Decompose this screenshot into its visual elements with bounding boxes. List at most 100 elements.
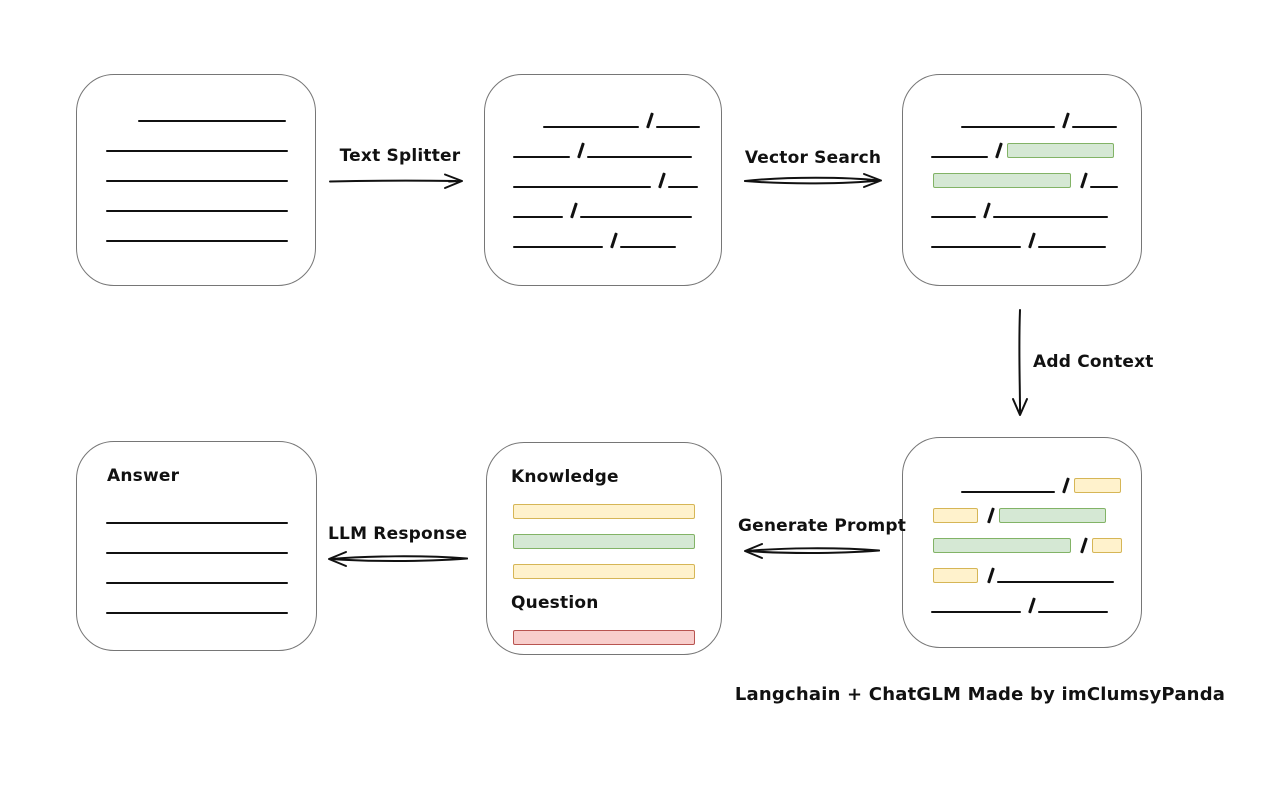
text-line xyxy=(1037,246,1106,248)
add-context-label: Add Context xyxy=(1033,352,1154,372)
diagram-row xyxy=(931,493,1141,524)
yellow-chunk-bar xyxy=(513,504,695,519)
text-line xyxy=(106,522,288,524)
add-context-arrow-icon xyxy=(1012,309,1028,416)
text-line xyxy=(106,552,288,554)
diagram-row xyxy=(513,158,721,189)
text-line xyxy=(543,126,639,128)
answer-box: Answer xyxy=(76,441,317,651)
green-chunk-bar xyxy=(1006,143,1114,158)
split-chunks-lines xyxy=(485,75,721,249)
diagram-row xyxy=(106,122,315,152)
text-line xyxy=(106,612,288,614)
text-line xyxy=(513,156,570,158)
diagram-row xyxy=(931,583,1141,614)
text-line xyxy=(931,156,988,158)
text-splitter-label: Text Splitter xyxy=(339,146,461,166)
slash-separator xyxy=(570,202,578,219)
slash-separator xyxy=(1028,597,1036,614)
split-chunks-box xyxy=(484,74,722,286)
diagram-row xyxy=(513,128,721,159)
diagram-row xyxy=(511,489,721,519)
diagram-row xyxy=(931,158,1141,189)
text-line xyxy=(1089,186,1118,188)
diagram-row xyxy=(106,584,316,614)
diagram-caption: Langchain + ChatGLM Made by imClumsyPand… xyxy=(734,684,1226,705)
vector-search-arrow-icon xyxy=(744,173,882,188)
diagram-row xyxy=(106,554,316,584)
generate-prompt-arrow-icon xyxy=(744,543,880,559)
slash-separator xyxy=(995,142,1003,159)
slash-separator xyxy=(987,507,995,524)
slash-separator xyxy=(658,172,666,189)
question-label: Question xyxy=(511,593,599,613)
diagram-row xyxy=(106,92,315,122)
slash-separator xyxy=(1062,477,1070,494)
question-bar xyxy=(511,615,721,645)
text-line xyxy=(513,246,603,248)
slash-separator xyxy=(1062,112,1070,129)
text-line xyxy=(106,582,288,584)
llm-response-arrow-icon xyxy=(328,551,468,567)
matched-chunks-box xyxy=(902,74,1142,286)
yellow-chunk-bar xyxy=(933,568,978,583)
text-line xyxy=(667,186,698,188)
text-line xyxy=(106,240,288,242)
text-line xyxy=(1071,126,1117,128)
diagram-row xyxy=(931,128,1141,159)
diagram-row xyxy=(511,615,721,645)
diagram-row xyxy=(513,188,721,219)
context-chunks-lines xyxy=(903,438,1141,614)
diagram-row xyxy=(511,549,721,579)
diagram-row xyxy=(931,188,1141,219)
green-chunk-bar xyxy=(933,173,1071,188)
text-line xyxy=(138,120,286,122)
slash-separator xyxy=(987,567,995,584)
text-line xyxy=(992,216,1108,218)
text-line xyxy=(961,126,1055,128)
slash-separator xyxy=(577,142,585,159)
text-line xyxy=(586,156,692,158)
text-line xyxy=(961,491,1055,493)
diagram-row xyxy=(106,152,315,182)
text-line xyxy=(996,581,1114,583)
text-line xyxy=(1037,611,1108,613)
knowledge-bars xyxy=(511,489,721,579)
context-chunks-box xyxy=(902,437,1142,648)
text-line xyxy=(106,210,288,212)
yellow-chunk-bar xyxy=(513,564,695,579)
diagram-row xyxy=(931,218,1141,249)
text-line xyxy=(931,246,1021,248)
answer-label: Answer xyxy=(107,466,180,486)
diagram-row xyxy=(106,524,316,554)
prompt-box-content: Knowledge Question xyxy=(487,443,721,645)
yellow-chunk-bar xyxy=(1073,478,1121,493)
slash-separator xyxy=(983,202,991,219)
green-chunk-bar xyxy=(933,538,1071,553)
slash-separator xyxy=(1080,537,1088,554)
answer-lines xyxy=(77,494,316,614)
diagram-row xyxy=(513,218,721,249)
red-chunk-bar xyxy=(513,630,695,645)
green-chunk-bar xyxy=(998,508,1106,523)
diagram-row xyxy=(511,519,721,549)
text-line xyxy=(619,246,676,248)
slash-separator xyxy=(1080,172,1088,189)
diagram-row xyxy=(931,98,1141,129)
diagram-row xyxy=(931,553,1141,584)
text-line xyxy=(579,216,692,218)
matched-chunks-lines xyxy=(903,75,1141,249)
text-line xyxy=(655,126,700,128)
diagram-row xyxy=(106,212,315,242)
diagram-row xyxy=(931,463,1141,494)
prompt-box: Knowledge Question xyxy=(486,442,722,655)
diagram-row xyxy=(931,523,1141,554)
green-chunk-bar xyxy=(513,534,695,549)
diagram-row xyxy=(106,494,316,524)
slash-separator xyxy=(610,232,618,249)
slash-separator xyxy=(1028,232,1036,249)
text-line xyxy=(931,216,976,218)
diagram-row xyxy=(513,98,721,129)
text-line xyxy=(931,611,1021,613)
